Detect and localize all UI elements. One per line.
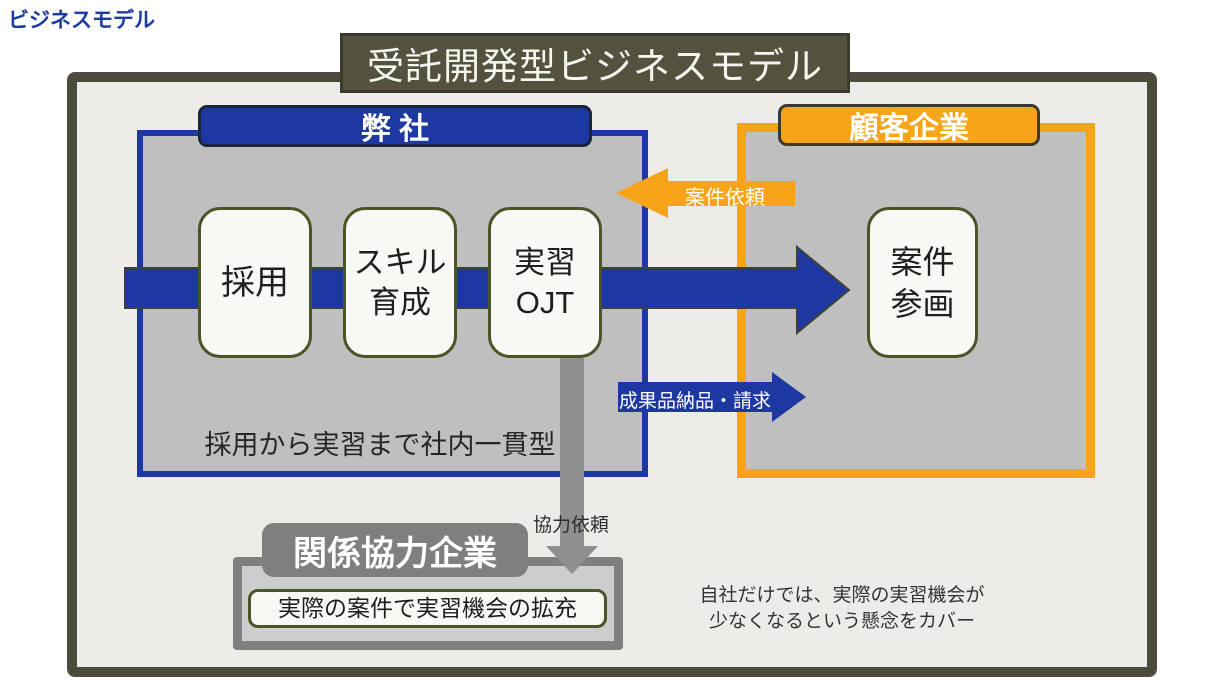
project-participation-box: 案件 参画 [867, 207, 978, 358]
request-arrow-label: 案件依頼 [685, 187, 765, 209]
diagram-title: 受託開発型ビジネスモデル [340, 33, 850, 93]
delivery-arrow-label: 成果品納品・請求 [618, 391, 771, 412]
step-recruit: 採用 [198, 207, 312, 358]
step-skill-training: スキル 育成 [343, 207, 457, 358]
company-note: 採用から実習まで社内一貫型 [204, 430, 556, 460]
cooperation-arrow-label: 協力依頼 [533, 515, 610, 536]
partner-header: 関係協力企業 [262, 523, 528, 577]
step-ojt: 実習 OJT [488, 207, 602, 358]
side-note: 自社だけでは、実際の実習機会が 少なくなるという懸念をカバー [699, 585, 985, 632]
partner-box-label: 実際の案件で実習機会の拡充 [248, 589, 607, 628]
customer-header: 顧客企業 [778, 104, 1040, 146]
company-header: 弊 社 [198, 105, 592, 147]
page-title: ビジネスモデル [8, 9, 155, 32]
